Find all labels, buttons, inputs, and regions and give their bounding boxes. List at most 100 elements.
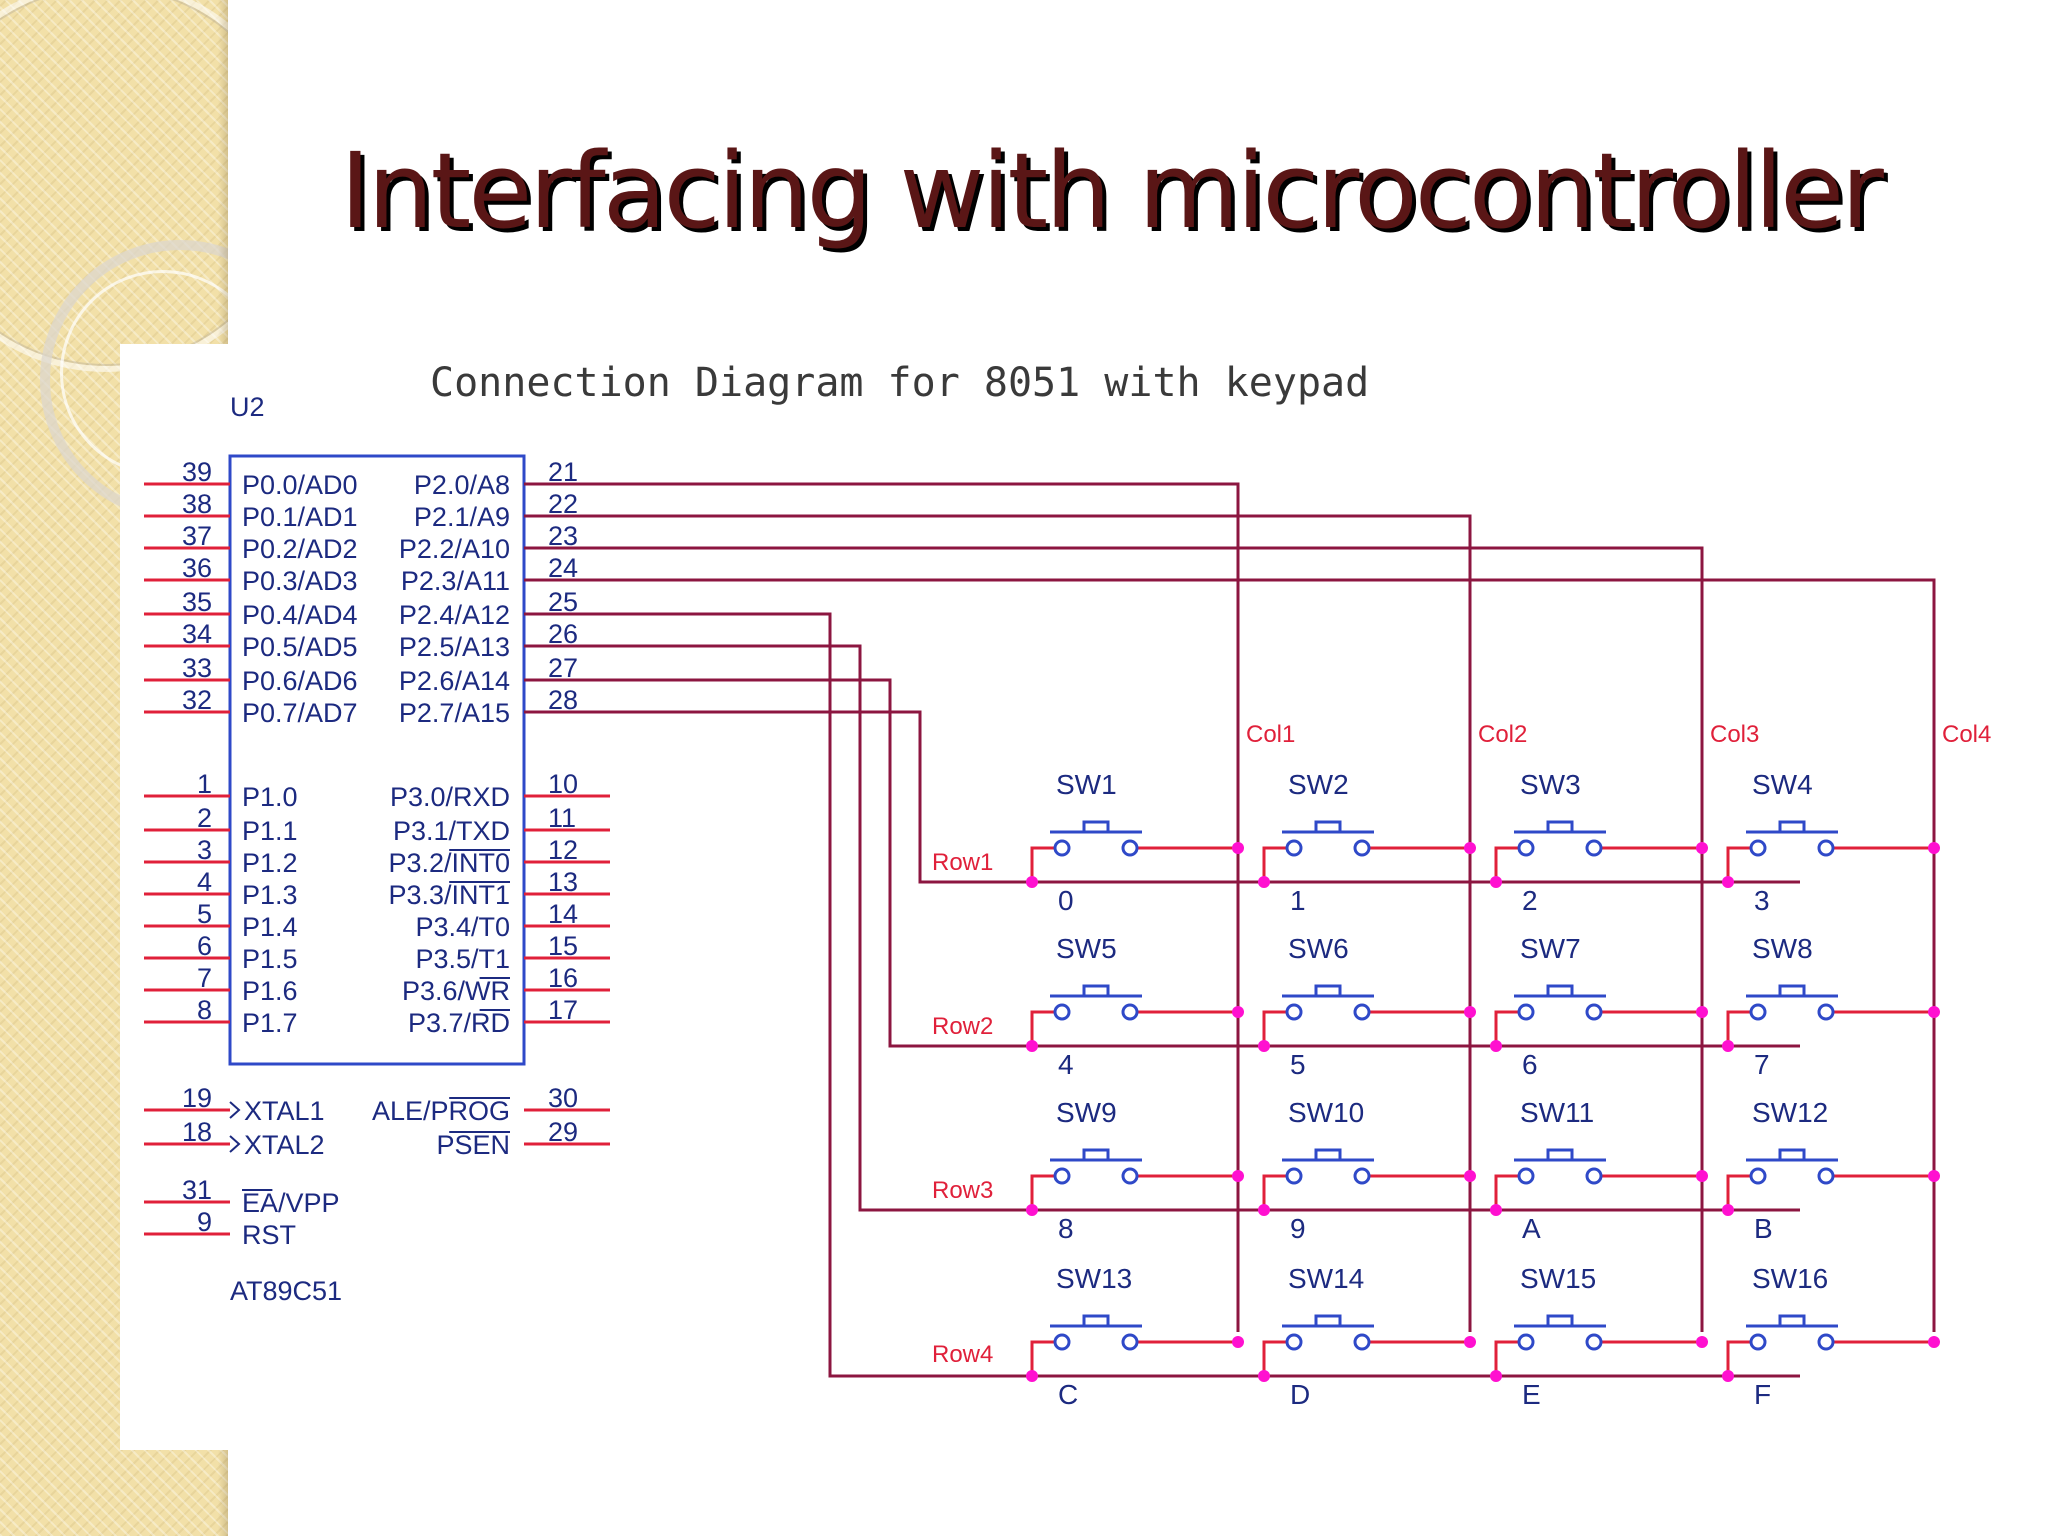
pin-number: 18 bbox=[182, 1117, 212, 1147]
key-label: B bbox=[1754, 1213, 1773, 1244]
row-label: Row1 bbox=[932, 849, 993, 876]
junction-dot bbox=[1490, 1370, 1502, 1382]
pin-number: 32 bbox=[182, 685, 212, 715]
junction-dot bbox=[1026, 1370, 1038, 1382]
key-label: 6 bbox=[1522, 1049, 1538, 1080]
switch-label: SW11 bbox=[1520, 1097, 1594, 1128]
switch-terminal bbox=[1121, 1333, 1139, 1351]
junction-dot bbox=[1258, 1204, 1270, 1216]
junction-dot bbox=[1026, 1040, 1038, 1052]
key-label: 3 bbox=[1754, 885, 1770, 916]
switch-button bbox=[1082, 820, 1110, 832]
row-label: Row2 bbox=[932, 1013, 993, 1040]
switch-row-lead bbox=[1494, 1340, 1519, 1376]
column-label: Col1 bbox=[1246, 721, 1295, 748]
pin-number: 9 bbox=[197, 1207, 212, 1237]
switch-button bbox=[1082, 984, 1110, 996]
column-label: Col3 bbox=[1710, 721, 1759, 748]
switch-row-lead bbox=[1726, 1174, 1751, 1210]
switch-row-lead bbox=[1726, 846, 1751, 882]
wires bbox=[524, 482, 1936, 1378]
pin-name: P1.7 bbox=[242, 1008, 298, 1038]
switch-label: SW9 bbox=[1056, 1097, 1117, 1128]
pin-name: P0.1/AD1 bbox=[242, 502, 358, 532]
pin-number: 17 bbox=[548, 995, 578, 1025]
switch-terminal bbox=[1285, 839, 1303, 857]
pin-name: P0.4/AD4 bbox=[242, 600, 358, 630]
switch-label: SW3 bbox=[1520, 769, 1581, 800]
switch-terminal bbox=[1121, 1003, 1139, 1021]
pin-number: 1 bbox=[197, 769, 212, 799]
switch-row-lead bbox=[1494, 1010, 1519, 1046]
pin-name: P0.5/AD5 bbox=[242, 632, 358, 662]
pin-number: 24 bbox=[548, 553, 578, 583]
junction-dot bbox=[1464, 1170, 1476, 1182]
column-wire bbox=[524, 546, 1704, 1332]
switch-terminal bbox=[1749, 1333, 1767, 1351]
pin-name: RST bbox=[242, 1220, 296, 1250]
switch-terminal bbox=[1585, 839, 1603, 857]
pin-number: 26 bbox=[548, 619, 578, 649]
junction-dot bbox=[1464, 842, 1476, 854]
pin-number: 21 bbox=[548, 457, 578, 487]
junction-dot bbox=[1464, 1006, 1476, 1018]
pin-number: 30 bbox=[548, 1083, 578, 1113]
diagram-panel: Connection Diagram for 8051 with keypad … bbox=[120, 344, 2048, 1450]
pin-number: 14 bbox=[548, 899, 578, 929]
switch-terminal bbox=[1121, 1167, 1139, 1185]
pin-number: 6 bbox=[197, 931, 212, 961]
switch-terminal bbox=[1749, 1003, 1767, 1021]
junction-dot bbox=[1232, 1336, 1244, 1348]
switch-row-lead bbox=[1030, 1174, 1055, 1210]
switch-button bbox=[1546, 820, 1574, 832]
row-label: Row3 bbox=[932, 1177, 993, 1204]
switch-row-lead bbox=[1262, 1010, 1287, 1046]
junction-dot bbox=[1258, 1040, 1270, 1052]
switch-terminal bbox=[1353, 1003, 1371, 1021]
junction-dot bbox=[1722, 1370, 1734, 1382]
pin-name: P2.5/A13 bbox=[399, 632, 510, 662]
junction-dot bbox=[1696, 1006, 1708, 1018]
junction-dot bbox=[1258, 1370, 1270, 1382]
switch-terminal bbox=[1285, 1003, 1303, 1021]
pin-number: 11 bbox=[548, 803, 576, 833]
switch-label: SW8 bbox=[1752, 933, 1813, 964]
junction-dot bbox=[1928, 1336, 1940, 1348]
pin-name: P3.0/RXD bbox=[390, 782, 510, 812]
junction-dot bbox=[1928, 842, 1940, 854]
pin-name: P3.1/TXD bbox=[393, 816, 510, 846]
switch-terminal bbox=[1353, 1167, 1371, 1185]
junction-dot bbox=[1232, 1170, 1244, 1182]
switch-terminal bbox=[1585, 1167, 1603, 1185]
pin-number: 4 bbox=[197, 867, 212, 897]
switch-button bbox=[1546, 1148, 1574, 1160]
switch-button bbox=[1778, 820, 1806, 832]
switch-terminal bbox=[1053, 1003, 1071, 1021]
pin-name: P1.3 bbox=[242, 880, 298, 910]
pin-name: P1.5 bbox=[242, 944, 298, 974]
row-label: Row4 bbox=[932, 1341, 993, 1368]
column-label: Col4 bbox=[1942, 721, 1991, 748]
pin-name: ALE/PROG bbox=[372, 1096, 510, 1126]
pin-name: P0.2/AD2 bbox=[242, 534, 358, 564]
pin-name: P2.2/A10 bbox=[399, 534, 510, 564]
switch-row-lead bbox=[1030, 1010, 1055, 1046]
key-label: 4 bbox=[1058, 1049, 1074, 1080]
column-wire bbox=[524, 482, 1240, 1332]
pin-number: 19 bbox=[182, 1083, 212, 1113]
junction-dot bbox=[1722, 876, 1734, 888]
pin-number: 5 bbox=[197, 899, 212, 929]
pin-number: 12 bbox=[548, 835, 578, 865]
pin-number: 13 bbox=[548, 867, 578, 897]
switch-terminal bbox=[1353, 1333, 1371, 1351]
pin-number: 34 bbox=[182, 619, 212, 649]
pin-number: 15 bbox=[548, 931, 578, 961]
chip-body bbox=[228, 454, 526, 1066]
switch-terminal bbox=[1817, 1333, 1835, 1351]
junction-dot bbox=[1928, 1006, 1940, 1018]
pin-number: 16 bbox=[548, 963, 578, 993]
pin-number: 29 bbox=[548, 1117, 578, 1147]
switch-terminal bbox=[1817, 839, 1835, 857]
key-label: F bbox=[1754, 1379, 1771, 1410]
switch-terminal bbox=[1585, 1333, 1603, 1351]
